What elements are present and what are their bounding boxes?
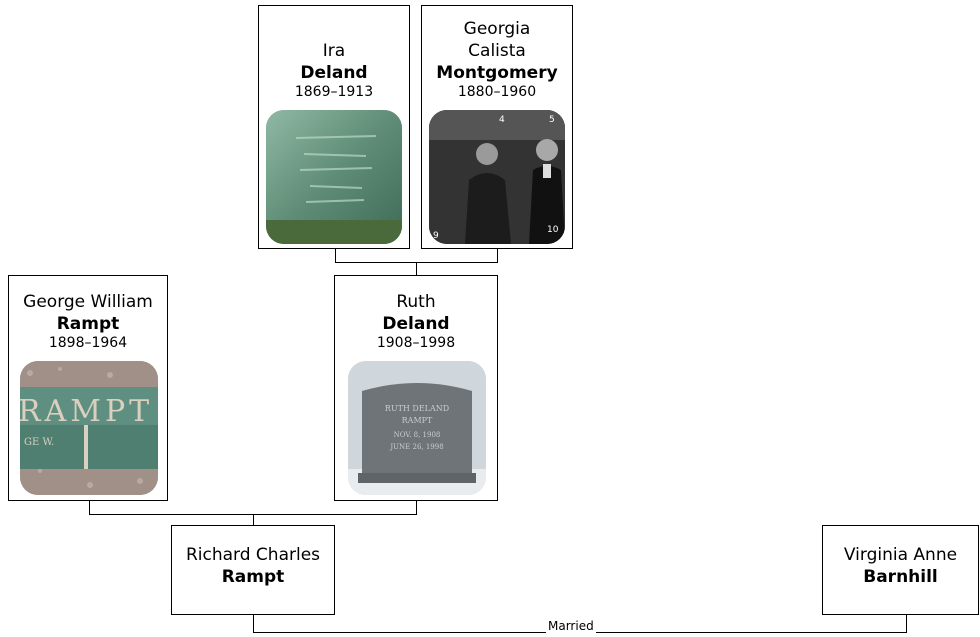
connector-line [335,249,336,263]
surname: Montgomery [436,63,558,83]
given-name-line2: Calista [468,41,526,61]
marriage-line [906,615,907,633]
connector-line [89,501,90,515]
marker-text: RAMPT [20,394,153,429]
photo-number-9: 9 [433,231,439,241]
marker-subtext: GE W. [24,437,54,448]
person-card-virginia-barnhill[interactable]: Virginia Anne Barnhill [822,525,979,615]
life-dates: 1880–1960 [457,84,537,100]
headstone-line-2: RAMPT [402,416,433,425]
surname: Rampt [56,314,120,334]
married-label: Married [546,619,596,633]
group-photo: 4 5 9 10 [429,110,565,244]
group-photo-image: 4 5 9 10 [429,110,565,244]
photo-number-10: 10 [547,225,559,235]
headstone-photo: RUTH DELAND RAMPT NOV. 8, 1908 JUNE 26, … [348,361,486,495]
headstone-image: RUTH DELAND RAMPT NOV. 8, 1908 JUNE 26, … [348,361,486,495]
grave-marker-image: RAMPT GE W. [20,361,158,495]
given-name: Richard Charles [185,545,321,565]
surname: Deland [382,314,450,334]
connector-line [416,501,417,515]
headstone-photo [266,110,402,244]
connector-line [416,262,417,275]
headstone-line-4: JUNE 26, 1998 [389,443,443,451]
surname: Rampt [221,567,285,587]
given-name-line1: Georgia [463,19,531,39]
surname: Barnhill [863,567,938,587]
person-card-ruth-deland[interactable]: Ruth Deland 1908–1998 RUTH DELAND RAMPT … [334,275,498,501]
marriage-line [253,615,254,633]
given-name: Ira [322,41,346,61]
photo-number-4: 4 [499,115,505,125]
given-name: Ruth [396,292,436,312]
surname: Deland [300,63,368,83]
person-card-george-rampt[interactable]: George William Rampt 1898–1964 RAMPT GE … [8,275,168,501]
headstone-line-1: RUTH DELAND [385,404,449,413]
photo-number-5: 5 [549,115,555,125]
headstone-image [266,110,402,244]
person-card-richard-rampt[interactable]: Richard Charles Rampt [171,525,335,615]
given-name: Virginia Anne [843,545,958,565]
life-dates: 1869–1913 [294,84,374,100]
life-dates: 1908–1998 [376,335,456,351]
person-card-georgia-montgomery[interactable]: Georgia Calista Montgomery 1880–1960 4 5… [421,5,573,249]
person-card-ira-deland[interactable]: Ira Deland 1869–1913 [258,5,410,249]
headstone-line-3: NOV. 8, 1908 [394,431,441,439]
connector-line [497,249,498,263]
life-dates: 1898–1964 [48,335,128,351]
given-name: George William [23,292,153,312]
grave-marker-photo: RAMPT GE W. [20,361,158,495]
connector-line [253,514,254,526]
